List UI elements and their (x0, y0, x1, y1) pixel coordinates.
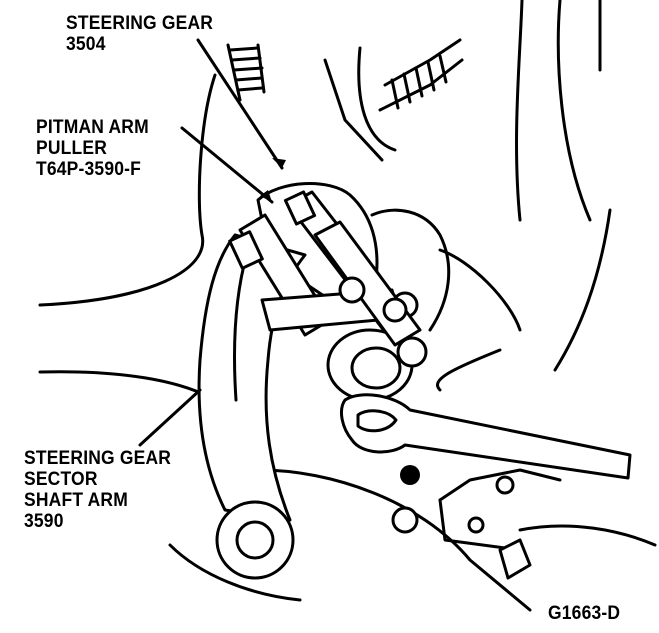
leader-steering-gear-arrowhead (272, 158, 286, 168)
lower-frame-rail (391, 465, 562, 580)
puller-jaw-left (228, 230, 264, 270)
label-steering-gear-line2: 3504 (66, 34, 106, 55)
label-sector-line1: STEERING GEAR (24, 448, 172, 469)
label-puller-line2: PULLER (36, 138, 108, 159)
frame-bolt-2 (467, 516, 485, 534)
vehicle-frame-outline (38, 0, 657, 612)
label-steering-gear: STEERING GEAR 3504 (66, 13, 213, 55)
label-sector-line2: SECTOR (24, 469, 98, 490)
label-sector-shaft-arm: STEERING GEAR SECTOR SHAFT ARM 3590 (24, 448, 171, 532)
leader-lines (138, 38, 286, 447)
label-steering-gear-line1: STEERING GEAR (66, 13, 214, 34)
label-sector-line3: SHAFT ARM (24, 490, 128, 511)
pitman-arm (197, 233, 307, 580)
sector-shaft-nut (400, 465, 420, 485)
bracket-clip (498, 538, 532, 580)
puller-pivot-bolt (338, 276, 366, 304)
label-pitman-arm-puller: PITMAN ARM PULLER T64P-3590-F (36, 117, 149, 180)
upper-coil-spring-left (226, 43, 266, 102)
puller-jaw-top (283, 190, 317, 226)
upper-coil-spring-right (378, 38, 464, 112)
frame-bolt-1 (495, 475, 515, 495)
leader-sector-arm (138, 388, 202, 447)
housing-bolt-1 (396, 336, 428, 368)
label-sector-line4: 3590 (24, 511, 64, 532)
leader-puller (180, 126, 274, 204)
figure-code: G1663-D (548, 603, 621, 624)
leader-steering-gear (196, 38, 284, 170)
leader-puller-arrowhead (260, 190, 272, 202)
label-puller-line1: PITMAN ARM (36, 117, 149, 138)
label-puller-line3: T64P-3590-F (36, 159, 142, 180)
pitman-arm-puller (228, 190, 422, 347)
puller-forcing-screw (382, 297, 408, 323)
wrench (340, 393, 632, 480)
